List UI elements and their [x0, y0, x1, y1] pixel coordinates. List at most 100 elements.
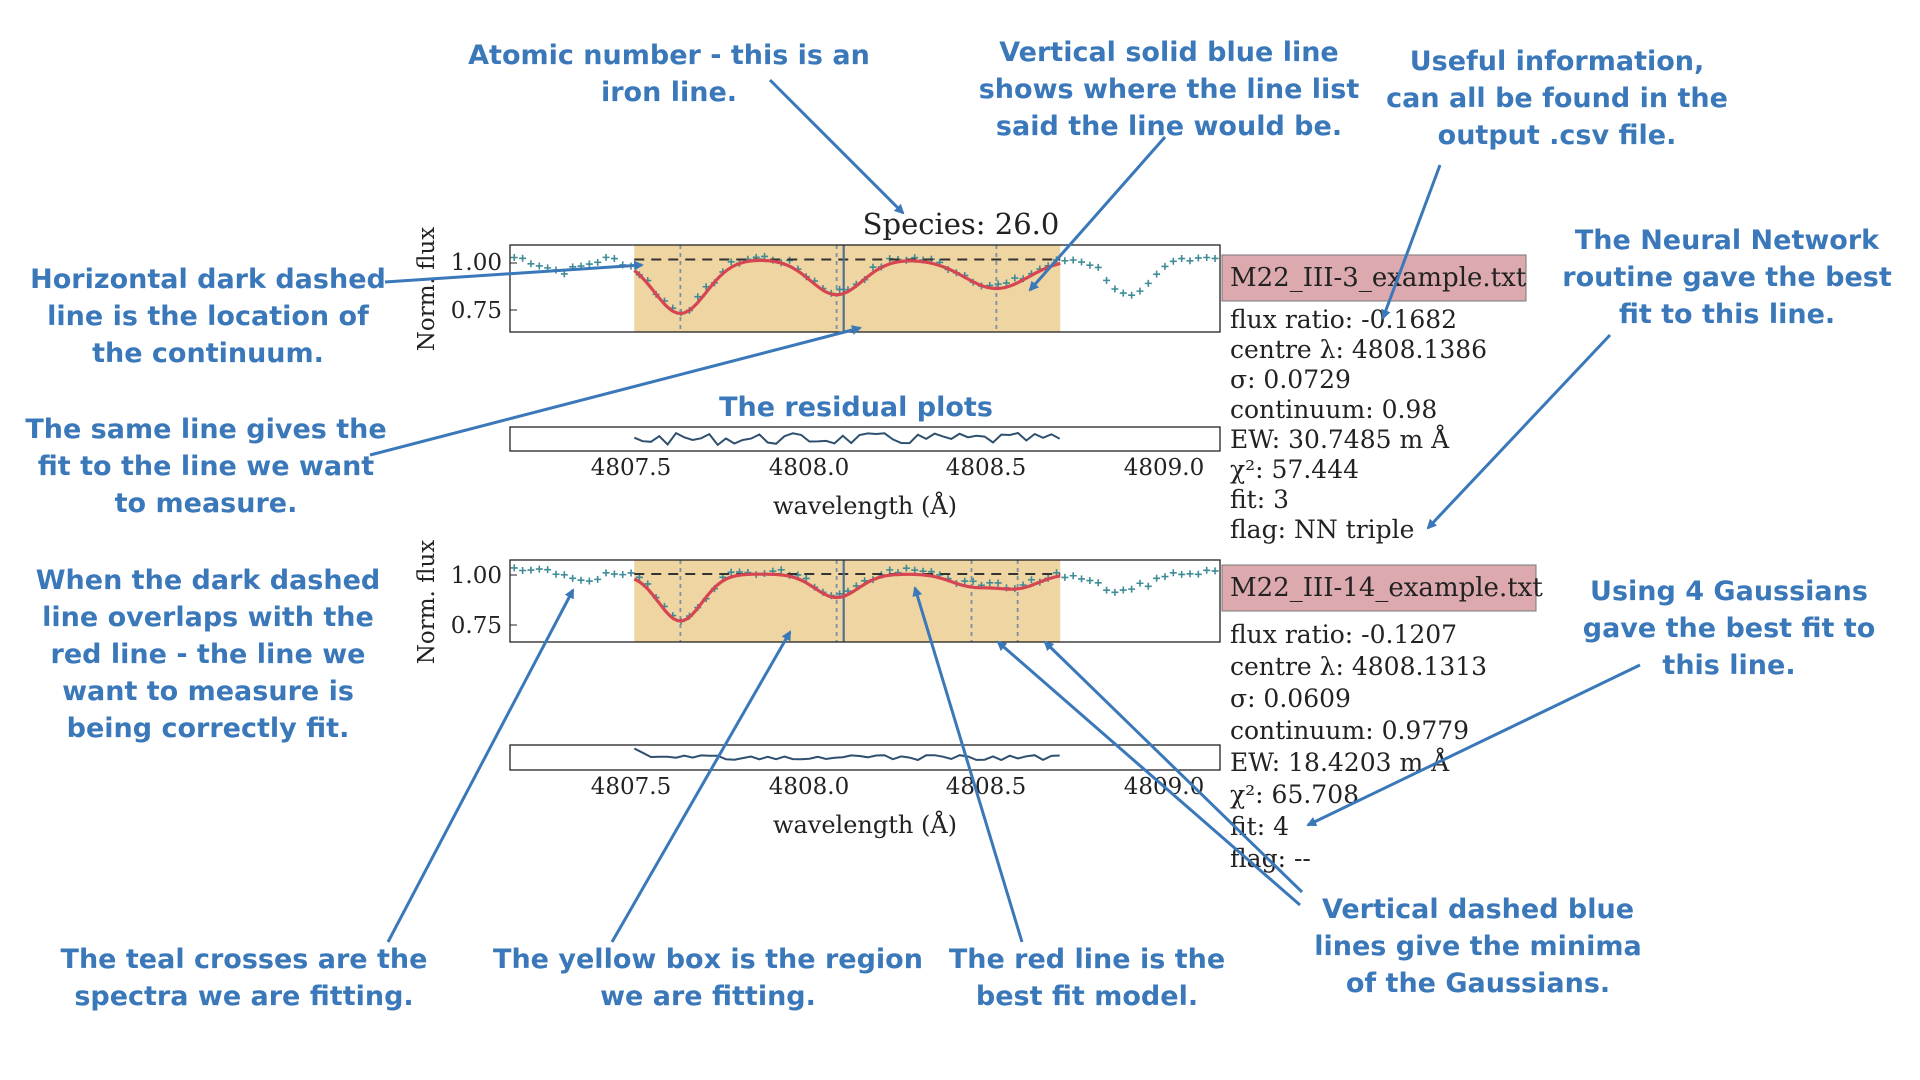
file-name-box [1221, 254, 1527, 302]
note-line: Horizontal dark dashed [30, 264, 386, 295]
flag-value: flag: -- [1230, 844, 1311, 873]
y-tick-label: 1.00 [451, 563, 502, 589]
spectrum-cross [969, 577, 977, 585]
chi2-value: χ²: 65.708 [1230, 780, 1359, 809]
note-line: routine gave the best [1562, 262, 1892, 293]
y-tick-label: 0.75 [451, 613, 502, 639]
chi2-value: χ²: 57.444 [1230, 455, 1359, 484]
spectrum-panel-top [509, 244, 1221, 333]
species-title: Species: 26.0 [863, 207, 1060, 241]
note-line: line is the location of [47, 301, 369, 332]
spectrum-cross [1128, 585, 1136, 593]
spectrum-cross [994, 579, 1002, 587]
spectrum-cross [1169, 257, 1177, 265]
spectrum-cross [961, 577, 969, 585]
note-vertical-solid: Vertical solid blue line shows where the… [979, 37, 1360, 142]
note-dashed-blue: Vertical dashed blue lines give the mini… [1314, 894, 1641, 999]
note-line: shows where the line list [979, 74, 1360, 105]
spectrum-cross [577, 576, 585, 584]
best-fit-line [633, 572, 1061, 623]
annotation-arrows [369, 78, 1641, 943]
spectrum-cross [1078, 258, 1086, 266]
spectrum-cross [1178, 255, 1186, 263]
x-axis-label: wavelength (Å) [773, 810, 957, 839]
spectrum-cross [1027, 576, 1035, 584]
centre-wavelength: centre λ: 4808.1386 [1230, 335, 1487, 364]
spectrum-cross [1086, 261, 1094, 269]
spectrum-cross [585, 260, 593, 268]
spectrum-cross [610, 255, 618, 263]
note-residual-plots: The residual plots [719, 392, 993, 423]
x-tick-label: 4809.0 [1124, 455, 1204, 481]
arrow-dashed-blue-1 [996, 640, 1301, 907]
note-line: iron line. [601, 77, 737, 108]
spectrum-cross [1144, 279, 1152, 287]
note-line: of the Gaussians. [1346, 968, 1610, 999]
note-four-gaussians: Using 4 Gaussians gave the best fit to t… [1583, 576, 1876, 681]
arrow-continuum [384, 260, 644, 284]
spectrum-cross [1061, 257, 1069, 265]
spectrum-cross [1161, 262, 1169, 270]
note-line: red line - the line we [51, 639, 366, 670]
plot-frame [509, 559, 1221, 643]
note-line: The same line gives the [25, 414, 386, 445]
spectrum-cross [510, 564, 518, 572]
note-same-line: The same line gives the fit to the line … [25, 414, 386, 519]
x-tick-label: 4808.0 [769, 455, 849, 481]
residual-line [633, 747, 1060, 762]
spectrum-cross [1203, 254, 1211, 262]
note-line: to measure. [115, 488, 298, 519]
note-line: Vertical dashed blue [1322, 894, 1634, 925]
spectrum-cross [644, 580, 652, 588]
note-line: spectra we are fitting. [74, 981, 413, 1012]
note-continuum: Horizontal dark dashed line is the locat… [30, 264, 386, 369]
arrow-yellow-box [610, 630, 792, 943]
spectrum-cross [777, 566, 785, 574]
note-line: The teal crosses are the [61, 944, 428, 975]
file-name: M22_III-3_example.txt [1230, 263, 1527, 293]
plot-frame [509, 244, 1221, 333]
x-tick-label: 4808.0 [769, 774, 849, 800]
fit-value: fit: 3 [1230, 485, 1289, 514]
spectrum-cross [1002, 279, 1010, 287]
note-line: Using 4 Gaussians [1590, 576, 1868, 607]
spectrum-cross [1169, 569, 1177, 577]
arrow-red-line [912, 586, 1024, 943]
note-overlap: When the dark dashed line overlaps with … [36, 565, 380, 744]
note-line: this line. [1662, 650, 1795, 681]
note-line: output .csv file. [1438, 120, 1677, 151]
x-tick-label: 4807.5 [591, 774, 671, 800]
spectrum-cross [1078, 575, 1086, 583]
note-line: the continuum. [92, 338, 324, 369]
note-atomic-number: Atomic number - this is an iron line. [468, 40, 870, 108]
y-axis-label: Norm. flux [414, 540, 440, 665]
fit-info-block: flux ratio: -0.1207 centre λ: 4808.1313 … [1230, 620, 1487, 873]
y-tick-label: 1.00 [451, 250, 502, 276]
spectrum-cross [911, 566, 919, 574]
gaussian-minima-lines [679, 560, 1019, 642]
spectrum-cross [544, 566, 552, 574]
spectrum-cross [727, 258, 735, 266]
arrow-vertical-solid [1028, 136, 1167, 292]
note-line: want to measure is [62, 676, 354, 707]
arrow-dashed-blue-2 [1043, 640, 1304, 894]
spectrum-cross [535, 262, 543, 270]
spectrum-cross [519, 254, 527, 262]
spectrum-cross [1186, 257, 1194, 265]
spectrum-cross [527, 566, 535, 574]
note-teal-crosses: The teal crosses are the spectra we are … [61, 944, 428, 1012]
arrow-neural-network [1426, 333, 1612, 530]
note-yellow-box: The yellow box is the region we are fitt… [493, 944, 923, 1012]
spectrum-cross [585, 577, 593, 585]
spectrum-cross [836, 285, 844, 293]
x-tick-label: 4807.5 [591, 455, 671, 481]
note-line: fit to the line we want [38, 451, 374, 482]
spectrum-cross [1111, 588, 1119, 596]
spectrum-cross [1194, 254, 1202, 262]
arrow-useful-info [1381, 164, 1442, 320]
spectrum-cross [1203, 566, 1211, 574]
note-line: The Neural Network [1575, 225, 1880, 256]
spectrum-cross [986, 579, 994, 587]
spectrum-cross [1119, 586, 1127, 594]
